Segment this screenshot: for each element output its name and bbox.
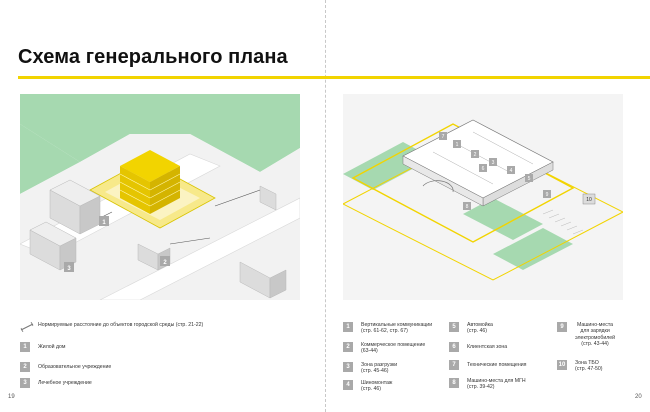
page-title: Схема генерального плана xyxy=(18,46,288,68)
plan-label: 4 xyxy=(510,168,513,174)
legend-item-9: 9 Машино-места для зарядки электромобиле… xyxy=(557,322,615,348)
legend-text: Зона ТБО xyxy=(575,360,599,366)
parking-stripes xyxy=(542,209,584,235)
legend-item-school: 2 Образовательное учреждение xyxy=(20,362,111,372)
legend-text: Вертикальные коммуникации xyxy=(361,322,433,328)
legend-item-1: 1 Вертикальные коммуникации (стр. 61-62,… xyxy=(343,322,432,335)
plan-label: 2 xyxy=(163,260,167,266)
road-cross xyxy=(99,197,300,300)
plan-label: 1 xyxy=(102,220,106,226)
green-area xyxy=(463,198,543,240)
legend-item-2: 2 Коммерческое помещение (63-44) xyxy=(343,342,425,355)
residential-building xyxy=(119,150,181,214)
legend-item-8: 8 Машино-места для МГН (стр. 39-42) xyxy=(449,378,526,391)
title-rule xyxy=(18,76,650,79)
plan-label: 3 xyxy=(67,266,71,272)
legend-badge: 3 xyxy=(343,362,353,372)
legend-text: Технические помещения xyxy=(467,362,527,368)
legend-text: Коммерческое помещение xyxy=(361,342,426,348)
site-context-plan: 1 2 3 xyxy=(20,94,300,300)
legend-item-10: 10 Зона ТБО (стр. 47-50) xyxy=(557,360,602,373)
right-legend: 1 Вертикальные коммуникации (стр. 61-62,… xyxy=(343,322,643,396)
legend-badge: 3 xyxy=(20,378,30,388)
legend-text: Шиномонтаж xyxy=(361,380,393,386)
legend-text: Лечебное учреждение xyxy=(38,380,92,386)
legend-subtext: (стр. 39-42) xyxy=(467,384,495,391)
plan-label: 5 xyxy=(528,176,531,182)
legend-badge: 7 xyxy=(449,360,459,370)
general-site-plan: 1 2 3 4 5 6 7 8 9 10 xyxy=(343,94,623,300)
legend-text: Автомойка xyxy=(467,322,493,328)
plan-label: 9 xyxy=(546,192,549,198)
legend-badge: 1 xyxy=(343,322,353,332)
left-page: Схема генерального плана xyxy=(8,46,320,400)
legend-text: Машино-места для МГН xyxy=(467,378,526,384)
legend-badge: 5 xyxy=(449,322,459,332)
page-number-left: 19 xyxy=(8,394,15,400)
legend-subtext: (стр. 61-62, стр. 67) xyxy=(361,328,408,335)
green-area xyxy=(493,228,573,270)
legend-badge: 6 xyxy=(449,342,459,352)
legend-text: Зона разгрузки xyxy=(361,362,398,368)
site-boundary xyxy=(351,123,575,243)
plan-label: 6 xyxy=(482,166,485,172)
legend-item-7: 7 Технические помещения xyxy=(449,360,527,370)
legend-subtext: (стр. 43-44) xyxy=(581,341,609,348)
legend-item-residential: 1 Жилой дом xyxy=(20,342,65,352)
legend-text: Машино-места xyxy=(577,322,614,328)
entrance-arc xyxy=(422,180,454,193)
plan-label: 8 xyxy=(466,204,469,210)
right-page: 20 xyxy=(325,0,650,412)
legend-badge: 9 xyxy=(557,322,567,332)
school-building xyxy=(49,179,101,235)
page-divider xyxy=(325,0,326,412)
legend-badge: 1 xyxy=(20,342,30,352)
legend-item-clinic: 3 Лечебное учреждение xyxy=(20,378,92,388)
legend-subtext: (стр. 47-50) xyxy=(575,366,603,373)
left-legend: Нормируемые расстояние до объектов город… xyxy=(20,322,320,392)
legend-badge: 2 xyxy=(343,342,353,352)
legend-subtext: (стр. 45-46) xyxy=(361,368,389,375)
legend-subtext: (стр. 46) xyxy=(361,386,381,393)
legend-text: Клиентская зона xyxy=(467,344,508,350)
legend-badge: 4 xyxy=(343,380,353,390)
clinic-building xyxy=(29,221,77,271)
legend-text: электромобилей xyxy=(575,334,616,341)
building-right xyxy=(239,185,287,299)
legend-item-4: 4 Шиномонтаж (стр. 46) xyxy=(343,380,392,393)
legend-item-5: 5 Автомойка (стр. 46) xyxy=(449,322,493,335)
green-area-top xyxy=(20,94,300,172)
legend-item-dimension: Нормируемые расстояние до объектов город… xyxy=(20,322,203,332)
legend-text: для зарядки xyxy=(580,328,610,335)
legend-item-6: 6 Клиентская зона xyxy=(449,342,507,352)
dimension-line xyxy=(169,237,211,245)
legend-badge: 2 xyxy=(20,362,30,372)
plan-label: 2 xyxy=(474,152,477,158)
legend-text: Нормируемые расстояние до объектов город… xyxy=(38,322,204,328)
legend-subtext: (стр. 46) xyxy=(467,328,487,335)
legend-badge: 8 xyxy=(449,378,459,388)
page-number-right: 20 xyxy=(635,394,642,400)
legend-text: Образовательное учреждение xyxy=(38,364,112,370)
plan-label: 3 xyxy=(492,160,495,166)
legend-badge: 10 xyxy=(557,360,567,370)
dimension-line xyxy=(214,189,261,207)
plan-label: 7 xyxy=(442,134,445,140)
green-area-left xyxy=(20,124,80,194)
plan-label: 10 xyxy=(586,197,592,203)
dimension-line-icon xyxy=(20,322,34,332)
plan-label: 1 xyxy=(456,142,459,148)
legend-text: Жилой дом xyxy=(38,344,66,350)
legend-subtext: (63-44) xyxy=(361,348,378,355)
legend-item-3: 3 Зона разгрузки (стр. 45-46) xyxy=(343,362,397,375)
